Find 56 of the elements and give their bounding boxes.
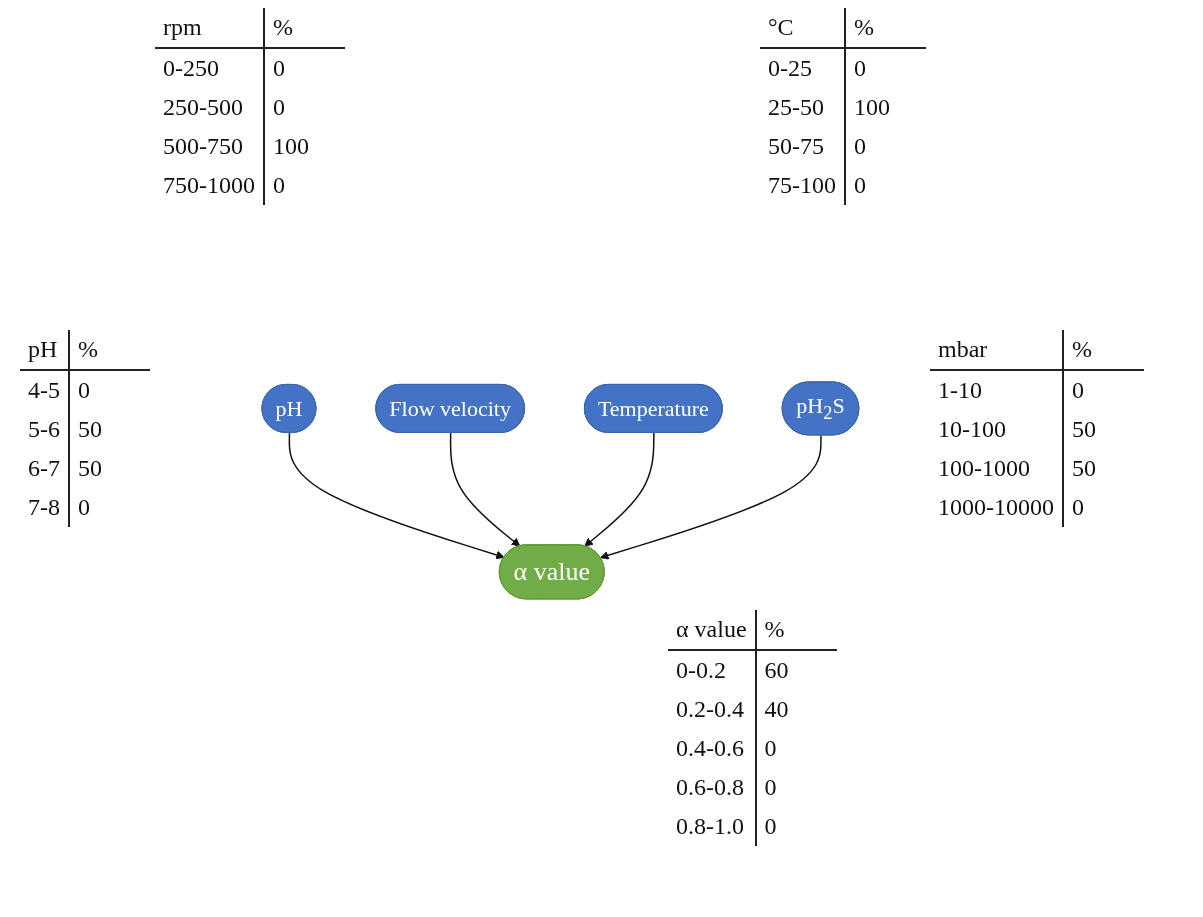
table-cell-text: 0: [853, 171, 867, 200]
table-cell: 0.2-0.4: [668, 690, 757, 729]
table-cell: 50-75: [760, 127, 846, 166]
table-cell: 1-10: [930, 371, 1064, 410]
arrow: [599, 434, 822, 560]
table-cell-text: 0: [1071, 493, 1085, 522]
table-cell: 0.8-1.0: [668, 807, 757, 846]
table-header: %: [846, 8, 926, 49]
table-cell: 0.4-0.6: [668, 729, 757, 768]
table-cell: 250-500: [155, 88, 265, 127]
table-header: %: [70, 330, 150, 371]
table-cell: 5-6: [20, 410, 70, 449]
table-cell-text: 50: [77, 454, 103, 483]
arrow: [583, 431, 655, 547]
table-cell: 500-750: [155, 127, 265, 166]
table-header: pH: [20, 330, 70, 371]
table-cell-text: 0: [853, 132, 867, 161]
table-cell: 0-25: [760, 49, 846, 88]
table-cell: 0.6-0.8: [668, 768, 757, 807]
table-cell-text: 100: [853, 93, 891, 122]
table-cell-text: 100: [272, 132, 310, 161]
table-cell: 75-100: [760, 166, 846, 205]
table-cell-text: 50: [77, 415, 103, 444]
table-cell: 7-8: [20, 488, 70, 527]
table-header: α value: [668, 610, 757, 651]
table-cell-text: 0: [763, 773, 778, 802]
table-cell: 1000-10000: [930, 488, 1064, 527]
table-cell: 0-250: [155, 49, 265, 88]
table-cell-text: 0: [853, 54, 867, 83]
table-cell-text: 50: [1071, 454, 1097, 483]
table-cell: 25-50: [760, 88, 846, 127]
arrow: [288, 431, 505, 559]
table-header: %: [265, 8, 345, 49]
table-header: rpm: [155, 8, 265, 49]
table-cell-text: 0: [763, 812, 778, 841]
table-cell-text: 0: [77, 376, 91, 405]
table-cell: 10-100: [930, 410, 1064, 449]
table-cell-text: 60: [763, 656, 790, 685]
table-cell: 6-7: [20, 449, 70, 488]
table-cell-text: 0: [1071, 376, 1085, 405]
table-cell: 750-1000: [155, 166, 265, 205]
table-cell: 100-1000: [930, 449, 1064, 488]
table-header: °C: [760, 8, 846, 49]
table-cell-text: 0: [272, 54, 286, 83]
table-cell-text: 0: [272, 93, 286, 122]
arrow: [449, 431, 520, 547]
table-cell-text: 0: [763, 734, 778, 763]
table-cell-text: 0: [77, 493, 91, 522]
table-cell-text: 50: [1071, 415, 1097, 444]
table-header: mbar: [930, 330, 1064, 371]
table-cell-text: 0: [272, 171, 286, 200]
table-cell: 4-5: [20, 371, 70, 410]
table-cell-text: 40: [763, 695, 790, 724]
table-header: %: [1064, 330, 1144, 371]
table-header: %: [756, 610, 837, 651]
table-cell: 0-0.2: [668, 651, 757, 690]
